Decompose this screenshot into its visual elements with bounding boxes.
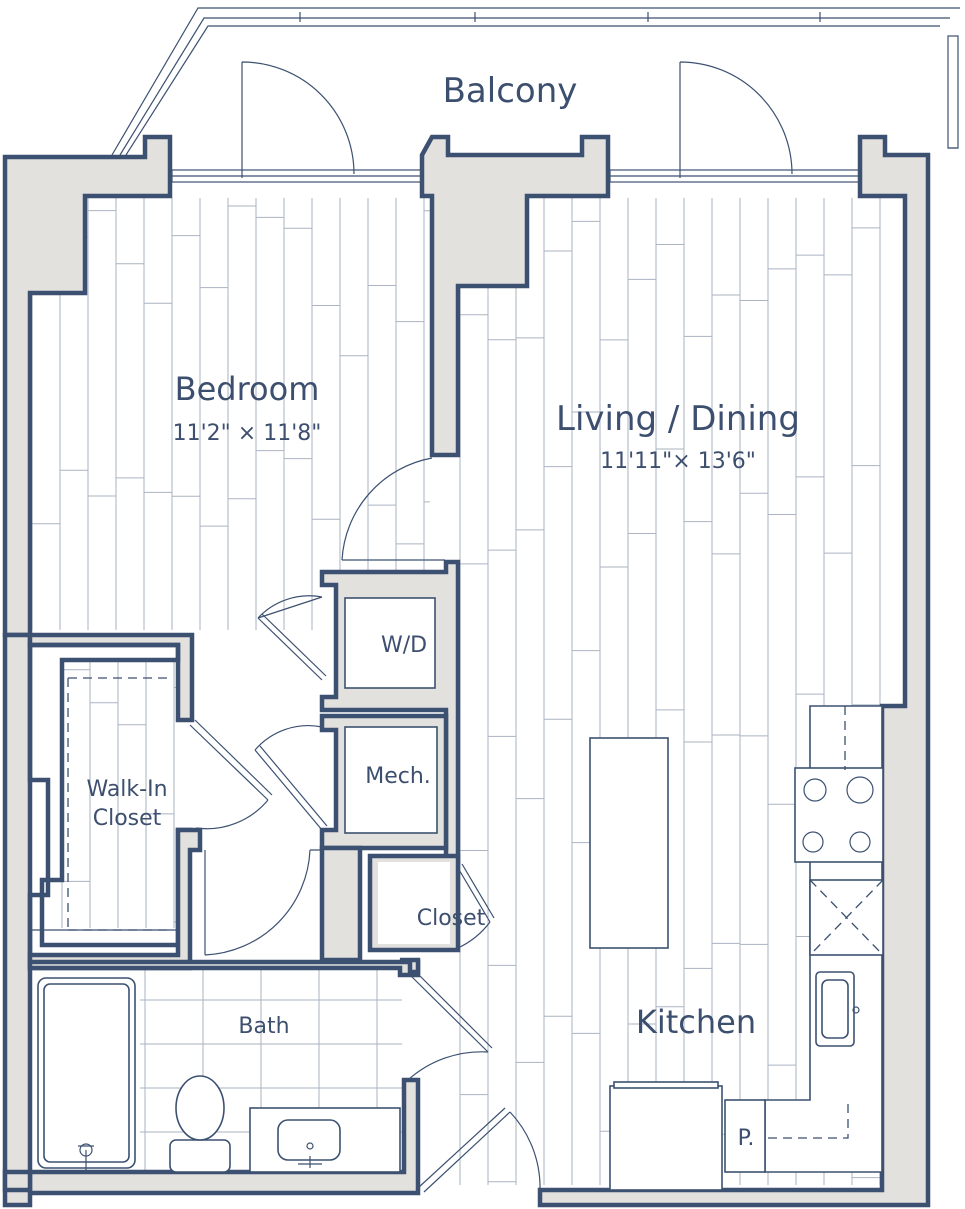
balcony-label: Balcony: [443, 71, 578, 111]
wd-door: [257, 595, 323, 619]
kitchen-label: Kitchen: [636, 1003, 756, 1041]
balcony-windows: [171, 61, 861, 183]
pantry-label: P.: [738, 1126, 755, 1151]
entry-door: [407, 969, 493, 1081]
bedroom-dimensions: 11'2" × 11'8": [173, 421, 322, 446]
bath-label: Bath: [238, 1014, 289, 1039]
mech-label: Mech.: [365, 764, 431, 789]
exterior-walls: [2, 134, 931, 1208]
closet-label: Closet: [417, 906, 486, 931]
bath-door: [204, 849, 322, 956]
front-door: [417, 1107, 541, 1193]
kitchen-island: [589, 737, 669, 949]
bedroom-label: Bedroom: [175, 370, 320, 408]
kitchen-fixtures: [609, 705, 884, 1191]
walkin-door: [189, 719, 273, 830]
bedroom-door: [341, 457, 445, 561]
bedroom-flooring: [31, 198, 430, 630]
mech-door: [254, 725, 323, 751]
walkin-label-1: Walk-In: [86, 777, 167, 802]
wd-label: W/D: [381, 633, 427, 658]
walkin-label-2: Closet: [93, 806, 162, 831]
balcony-railing: [111, 7, 960, 156]
living-label: Living / Dining: [556, 399, 800, 439]
living-dimensions: 11'11"× 13'6": [600, 449, 756, 474]
bath-fixtures: [37, 977, 405, 1173]
room-labels: Balcony Bedroom 11'2" × 11'8" Living / D…: [86, 71, 799, 1151]
walkin-shelving: [30, 677, 178, 931]
closet-door: [457, 863, 495, 949]
